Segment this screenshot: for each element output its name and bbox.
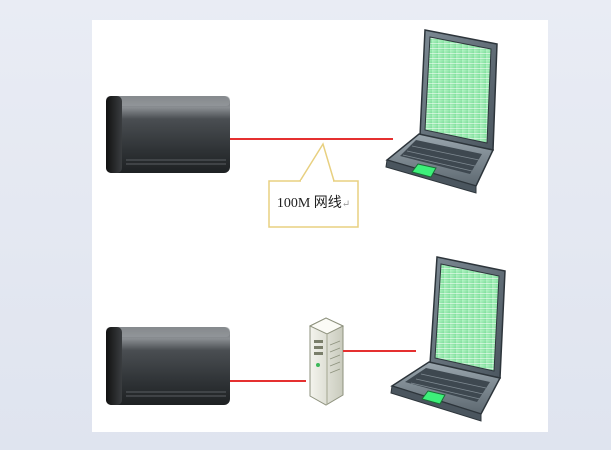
network-switch-icon bbox=[308, 317, 345, 406]
top-camera-icon bbox=[106, 96, 230, 173]
callout-box bbox=[268, 180, 359, 228]
top-laptop-icon bbox=[385, 29, 498, 194]
cable-label-text: 100M 网线 bbox=[276, 196, 342, 211]
callout-pointer bbox=[299, 142, 335, 182]
bottom-camera-icon bbox=[106, 327, 230, 405]
return-mark-icon: ↵ bbox=[341, 199, 351, 210]
bottom-laptop-icon bbox=[390, 256, 506, 422]
cable-label: 100M 网线↵ bbox=[269, 181, 358, 227]
